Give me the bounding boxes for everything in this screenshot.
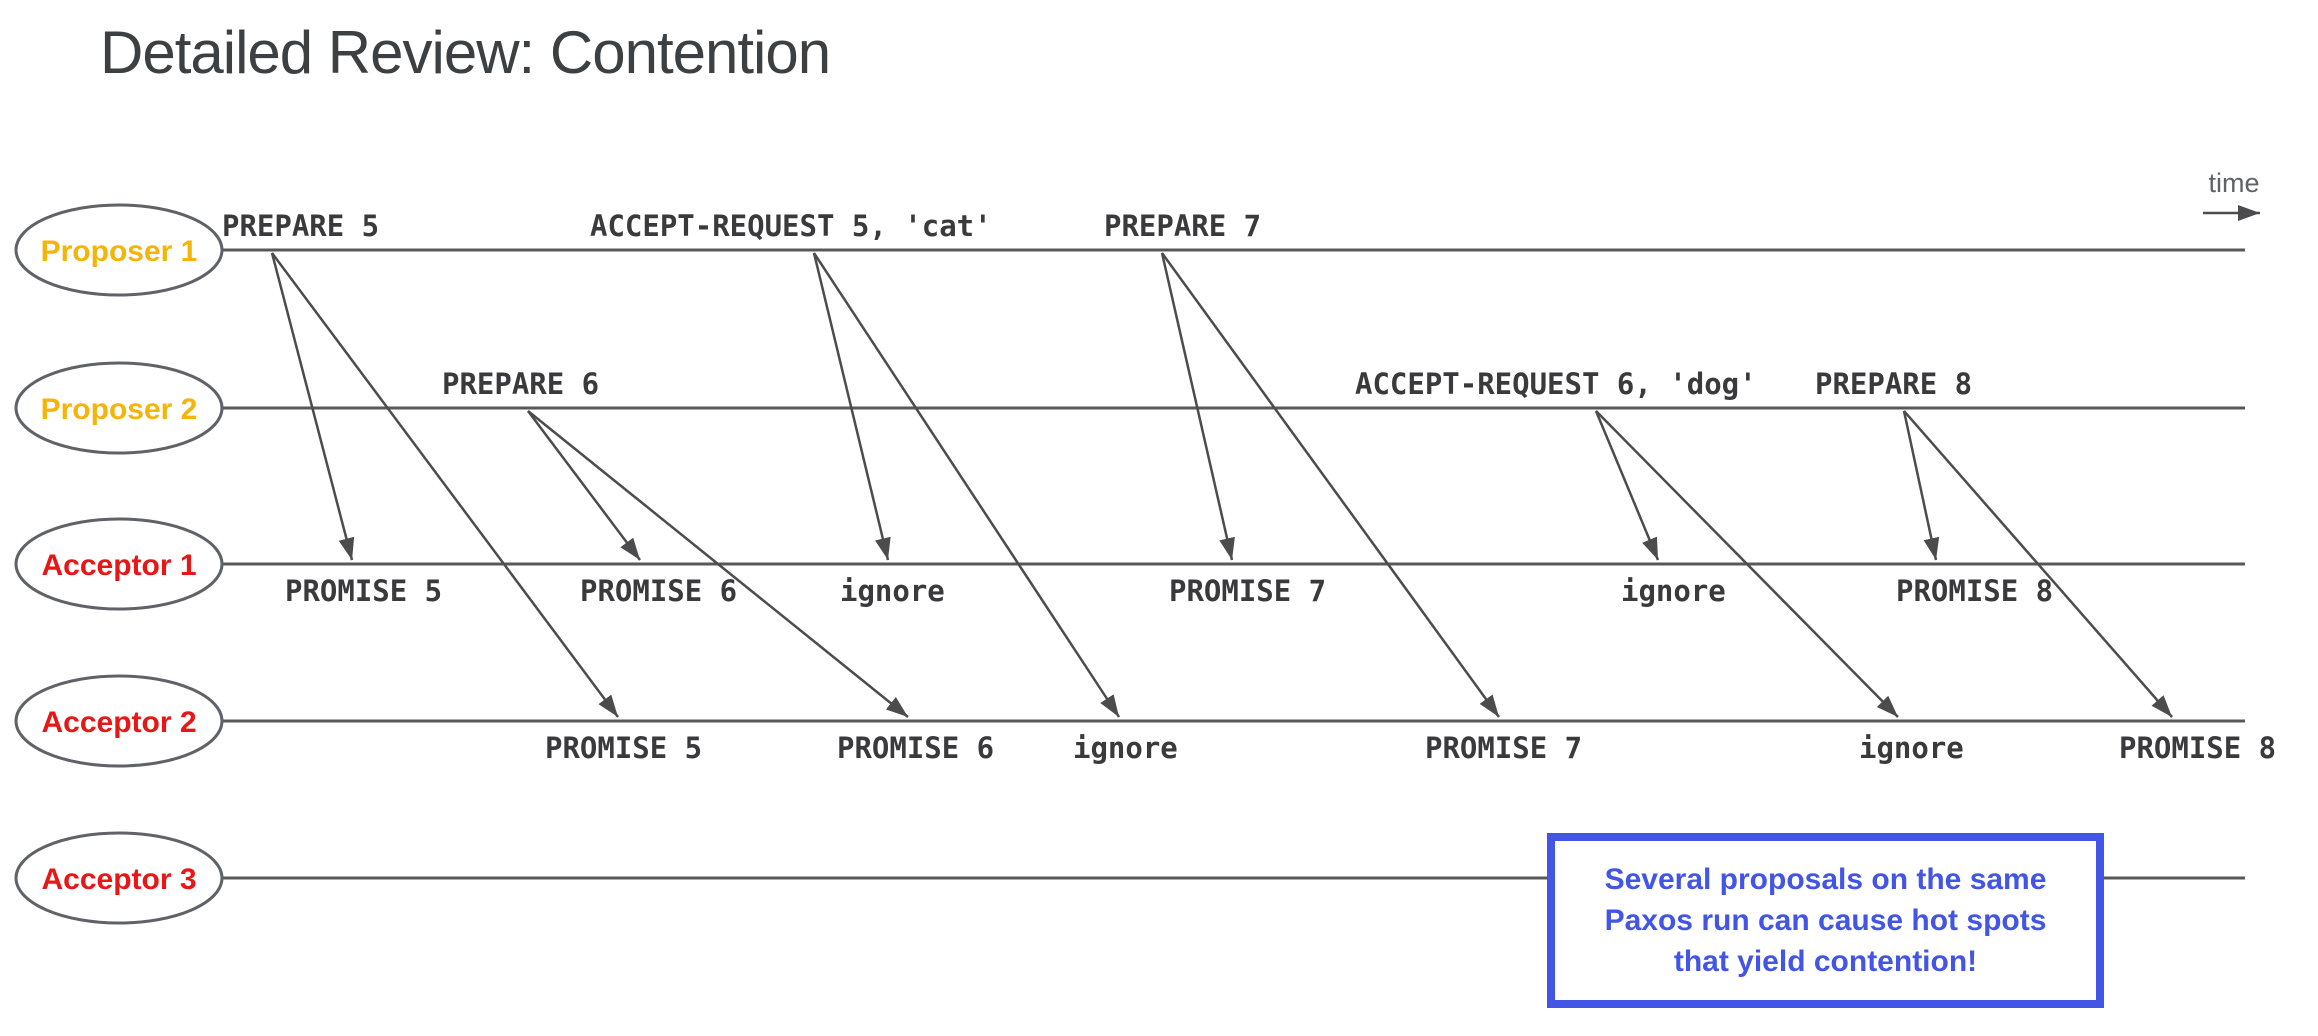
message-label-promise-5-row2: PROMISE 5 [285, 574, 442, 608]
node-label-acceptor-2: Acceptor 2 [41, 706, 196, 739]
node-label-proposer-2: Proposer 2 [41, 393, 198, 426]
page-title: Detailed Review: Contention [100, 19, 831, 86]
node-label-acceptor-3: Acceptor 3 [41, 863, 196, 896]
arrow-prepare5-to-acceptor1-promise5 [270, 252, 355, 561]
message-label-promise-7-row2: PROMISE 7 [1169, 574, 1326, 608]
message-label-promise-7-row3: PROMISE 7 [1425, 731, 1582, 765]
arrow-prepare8-to-acceptor1-promise8 [1902, 410, 1940, 561]
time-axis-label: time [2208, 168, 2259, 198]
message-label-promise-6-row3: PROMISE 6 [837, 731, 994, 765]
node-ellipse-acceptor-1 [14, 517, 224, 611]
message-label-ignore-row3: ignore [1073, 731, 1178, 765]
message-label-promise-5-row3: PROMISE 5 [545, 731, 702, 765]
node-label-acceptor-1: Acceptor 1 [41, 549, 196, 582]
message-label-accept-request-5-cat--row0: ACCEPT-REQUEST 5, 'cat' [590, 209, 992, 243]
message-label-prepare-5-row0: PREPARE 5 [222, 209, 379, 243]
message-label-ignore-row2: ignore [840, 574, 945, 608]
node-ellipse-proposer-2 [14, 361, 224, 455]
callout-text-line: Several proposals on the same [1604, 863, 2047, 896]
arrow-accept-request6-to-acceptor2-ignore [1595, 410, 1899, 718]
message-label-ignore-row2: ignore [1621, 574, 1726, 608]
arrow-accept-request6-to-acceptor1-ignore [1594, 410, 1660, 561]
callout-contention-note: Several proposals on the same Paxos run … [1547, 833, 2104, 1008]
message-label-prepare-7-row0: PREPARE 7 [1104, 209, 1261, 243]
callout-text-line: that yield contention! [1673, 945, 1978, 978]
arrow-prepare8-to-acceptor2-promise8 [1903, 410, 2173, 718]
arrow-prepare6-to-acceptor2-promise6 [527, 410, 909, 718]
arrow-prepare5-to-acceptor2-promise5 [270, 252, 620, 718]
node-ellipse-acceptor-3 [14, 831, 224, 925]
message-label-ignore-row3: ignore [1859, 731, 1964, 765]
message-label-prepare-8-row1: PREPARE 8 [1815, 367, 1972, 401]
arrow-accept-request5-to-acceptor1-ignore [812, 252, 891, 561]
arrow-prepare7-to-acceptor1-promise7 [1160, 252, 1235, 561]
node-label-proposer-1: Proposer 1 [41, 235, 198, 268]
message-label-prepare-6-row1: PREPARE 6 [442, 367, 599, 401]
arrow-prepare7-to-acceptor2-promise7 [1160, 252, 1501, 718]
message-label-accept-request-6-dog--row1: ACCEPT-REQUEST 6, 'dog' [1355, 367, 1757, 401]
node-ellipse-proposer-1 [14, 203, 224, 297]
node-ellipse-acceptor-2 [14, 674, 224, 768]
message-label-promise-8-row3: PROMISE 8 [2119, 731, 2276, 765]
message-label-promise-8-row2: PROMISE 8 [1896, 574, 2053, 608]
arrow-prepare6-to-acceptor1-promise6 [527, 410, 641, 561]
arrow-accept-request5-to-acceptor2-ignore [812, 252, 1121, 718]
callout-text-line: Paxos run can cause hot spots [1604, 904, 2047, 937]
message-label-promise-6-row2: PROMISE 6 [580, 574, 737, 608]
